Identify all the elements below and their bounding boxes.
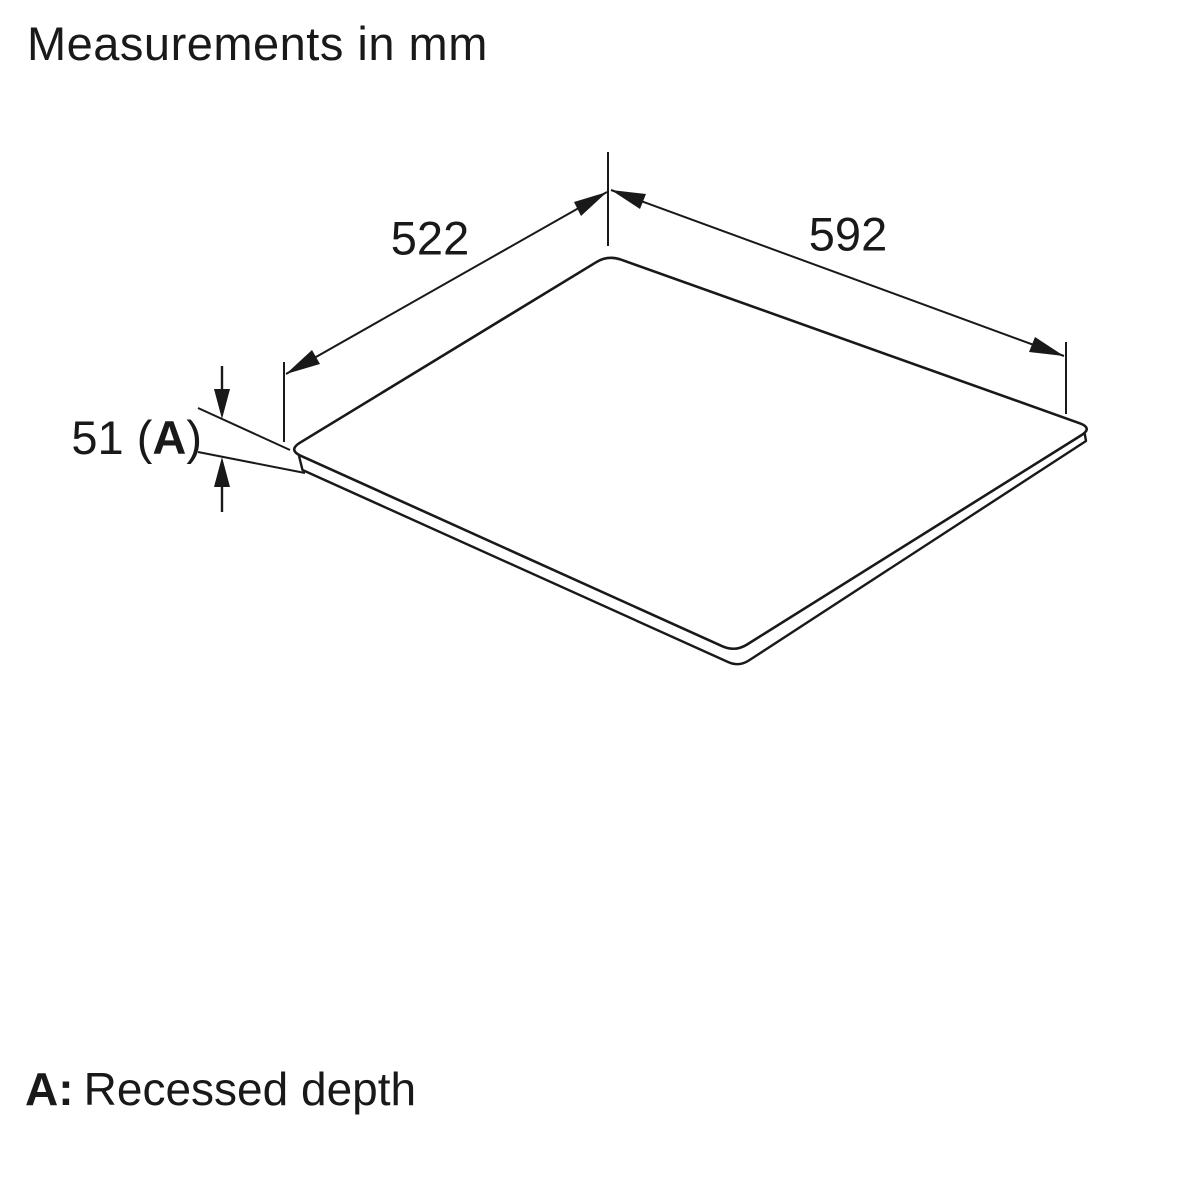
legend-text: Recessed depth [83,1063,417,1115]
recess-label-prefix: 51 ( [71,411,153,464]
recess-outline [297,432,1088,666]
extension-line-recess-bottom [197,451,306,474]
dimension-line-width-592 [610,189,1065,357]
dimension-label-depth: 522 [390,211,470,265]
arrowhead-592-lower-icon [1029,337,1064,356]
arrowhead-recess-down-icon [214,389,230,419]
arrowhead-recess-up-icon [214,457,230,487]
legend-recessed-depth: A:Recessed depth [25,1062,416,1116]
recess-label-letter: A [152,411,187,464]
dimension-line-depth-522 [285,191,608,375]
page-title: Measurements in mm [27,17,488,70]
arrowhead-522-lower-icon [286,350,320,374]
arrowhead-592-upper-icon [611,190,646,209]
arrowhead-522-upper-icon [574,192,607,216]
legend-key: A: [25,1063,74,1115]
dimension-label-recess: 51 (A) [30,410,202,466]
dimension-label-width: 592 [808,207,888,261]
cooktop-outline [292,256,1089,650]
extension-line-glass-top [197,407,291,451]
recess-label-suffix: ) [186,411,202,464]
